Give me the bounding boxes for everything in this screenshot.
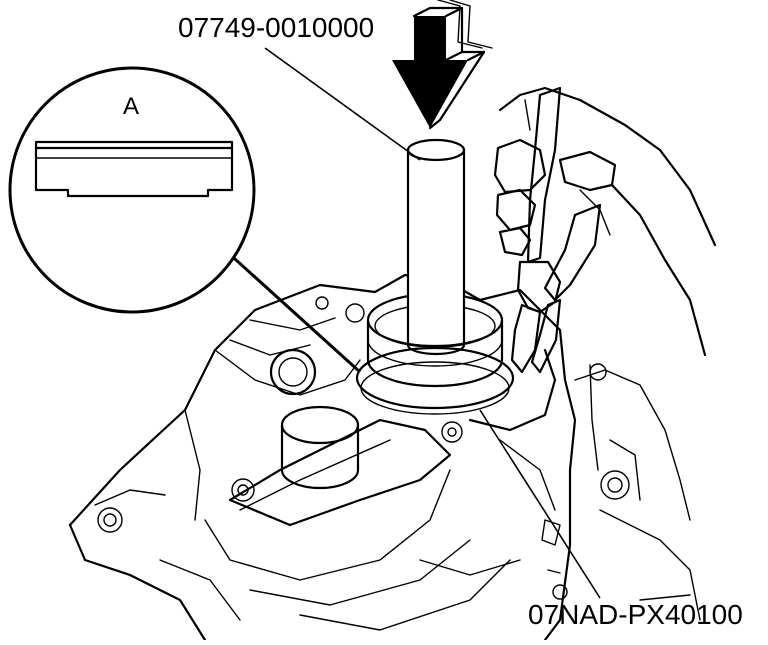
detail-circle bbox=[8, 66, 256, 314]
leader-bottom bbox=[479, 409, 601, 599]
label-detail-a: A bbox=[123, 93, 139, 120]
detail-callout-a bbox=[8, 66, 362, 374]
pliers-jaw-tip-left bbox=[510, 303, 542, 374]
label-tool-top: 07749-0010000 bbox=[178, 12, 374, 43]
finger-index bbox=[493, 138, 547, 194]
down-arrow-icon bbox=[392, 16, 468, 128]
pliers-jaw-body bbox=[516, 260, 562, 314]
hand-with-pliers bbox=[493, 86, 717, 374]
seal-cross-section bbox=[34, 146, 234, 198]
pliers-jaw-tip-right bbox=[530, 298, 562, 374]
hand-outline bbox=[498, 86, 717, 247]
leader-top bbox=[264, 47, 421, 161]
force-arrow bbox=[392, 0, 493, 130]
housing-bore-ring bbox=[355, 346, 515, 410]
pliers-handle-right bbox=[543, 203, 602, 302]
driver-shaft-top bbox=[406, 138, 466, 162]
thumb bbox=[558, 150, 617, 192]
seal-driver-assembly bbox=[355, 138, 515, 415]
boss-circle-left bbox=[269, 348, 317, 396]
label-tool-bottom: 07NAD-PX40100 bbox=[528, 599, 743, 630]
finger-ring bbox=[498, 226, 532, 257]
transmission-housing bbox=[68, 273, 701, 642]
leader-lines bbox=[264, 47, 601, 599]
pliers-handle-left bbox=[526, 86, 562, 264]
detail-leader bbox=[223, 248, 362, 374]
installer-body bbox=[366, 318, 504, 388]
finger-middle bbox=[495, 188, 537, 232]
